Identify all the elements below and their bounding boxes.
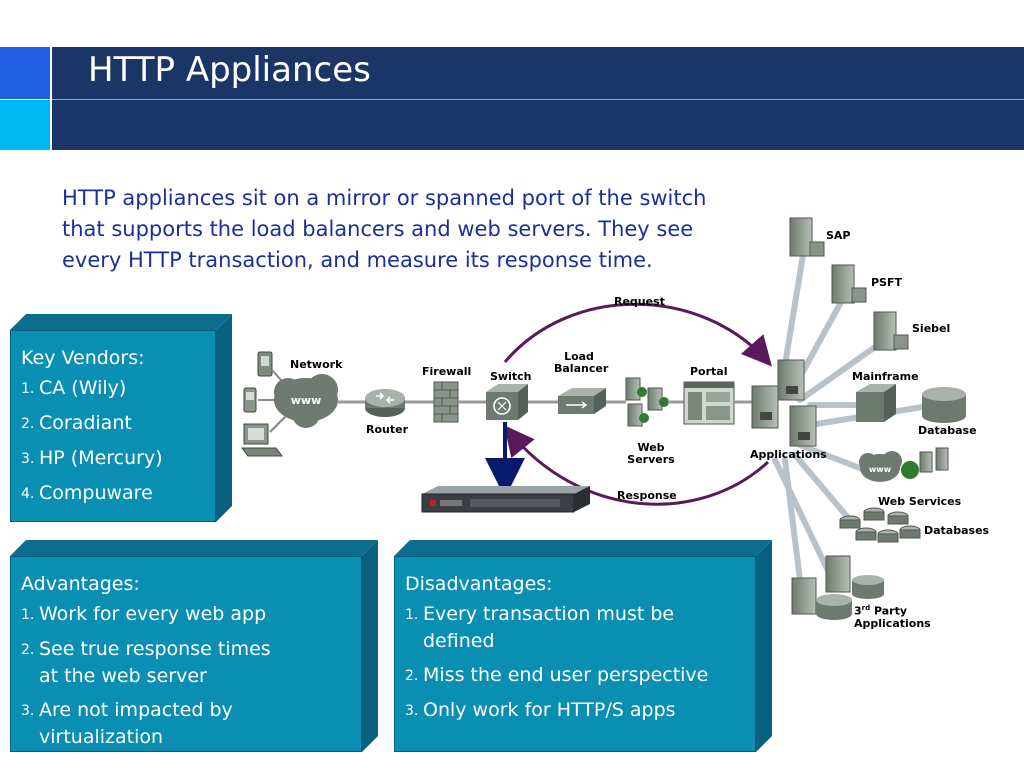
list-item: 1.Every transaction must be defined bbox=[405, 603, 675, 652]
slide-title: HTTP Appliances bbox=[88, 50, 371, 90]
router-icon bbox=[365, 389, 405, 417]
intro-text: HTTP appliances sit on a mirror or spann… bbox=[62, 186, 707, 272]
list-item: 2.Miss the end user perspective bbox=[405, 664, 709, 686]
list-item: 1.CA (Wily) bbox=[21, 377, 127, 399]
psft-label: PSFT bbox=[871, 276, 903, 289]
advantages-box: Advantages: 1.Work for every web app 2.S… bbox=[10, 556, 362, 752]
header-bar bbox=[52, 47, 1024, 99]
advantages-list: 1.Work for every web app 2.See true resp… bbox=[21, 601, 291, 751]
sap-label: SAP bbox=[826, 229, 851, 242]
response-label: Response bbox=[617, 489, 677, 502]
list-item: 4.Compuware bbox=[21, 482, 153, 504]
web-servers-icon bbox=[625, 377, 669, 427]
portal-icon bbox=[683, 381, 735, 425]
databases-icon bbox=[839, 507, 921, 543]
portal-label: Portal bbox=[690, 365, 728, 378]
list-item: 2.See true response times at the web ser… bbox=[21, 638, 271, 687]
advantages-heading: Advantages: bbox=[21, 573, 140, 595]
sap-server-icon bbox=[789, 217, 825, 257]
third-party-apps-icon bbox=[791, 555, 884, 620]
header-accent-blue bbox=[0, 47, 50, 99]
key-vendors-list: 1.CA (Wily) 2.Coradiant 3.HP (Mercury) 4… bbox=[21, 375, 163, 508]
pda-icon bbox=[257, 351, 273, 377]
applications-label: Applications bbox=[750, 448, 827, 461]
list-item: 3.Only work for HTTP/S apps bbox=[405, 699, 676, 721]
web-services-icon: www bbox=[859, 447, 949, 482]
switch-label: Switch bbox=[490, 370, 532, 383]
disadvantages-heading: Disadvantages: bbox=[405, 573, 553, 595]
advantages-box-side bbox=[362, 540, 378, 752]
advantages-box-top bbox=[10, 540, 378, 556]
network-cloud-icon: www bbox=[274, 374, 338, 428]
router-label: Router bbox=[366, 423, 409, 436]
load-balancer-icon bbox=[558, 388, 606, 414]
key-vendors-heading: Key Vendors: bbox=[21, 347, 145, 369]
database-label: Database bbox=[918, 424, 977, 437]
list-item: 1.Work for every web app bbox=[21, 603, 267, 625]
key-vendors-box-side bbox=[216, 314, 232, 522]
database-icon bbox=[922, 387, 966, 423]
svg-text:www: www bbox=[869, 465, 892, 474]
mainframe-icon bbox=[856, 384, 896, 422]
disadvantages-box: Disadvantages: 1.Every transaction must … bbox=[394, 556, 756, 752]
response-arrow bbox=[504, 425, 770, 506]
list-item: 2.Coradiant bbox=[21, 412, 132, 434]
key-vendors-box: Key Vendors: 1.CA (Wily) 2.Coradiant 3.H… bbox=[10, 330, 216, 522]
siebel-server-icon bbox=[873, 311, 909, 351]
request-label: Request bbox=[614, 295, 665, 308]
databases-label: Databases bbox=[924, 524, 990, 537]
disadvantages-list: 1.Every transaction must be defined 2.Mi… bbox=[405, 601, 725, 725]
list-item: 3.Are not impacted by virtualization bbox=[21, 699, 233, 748]
firewall-label: Firewall bbox=[422, 365, 472, 378]
www-label: www bbox=[291, 394, 322, 407]
psft-server-icon bbox=[831, 264, 867, 304]
list-item: 3.HP (Mercury) bbox=[21, 447, 163, 469]
request-arrow bbox=[503, 302, 772, 367]
key-vendors-box-top bbox=[10, 314, 232, 330]
switch-icon bbox=[486, 384, 528, 420]
disadvantages-box-top bbox=[394, 540, 772, 556]
network-label: Network bbox=[290, 358, 343, 371]
mainframe-label: Mainframe bbox=[852, 370, 919, 383]
header-divider bbox=[52, 99, 1024, 100]
phone-icon bbox=[243, 387, 257, 413]
firewall-icon bbox=[433, 381, 459, 423]
applications-icon bbox=[751, 359, 817, 447]
disadvantages-box-side bbox=[756, 540, 772, 752]
http-appliance-icon bbox=[421, 486, 590, 513]
header-bar-lower bbox=[52, 100, 1024, 150]
header-accent-cyan bbox=[0, 100, 50, 150]
web-services-label: Web Services bbox=[878, 495, 962, 508]
siebel-label: Siebel bbox=[912, 322, 951, 335]
pc-icon bbox=[241, 423, 283, 457]
